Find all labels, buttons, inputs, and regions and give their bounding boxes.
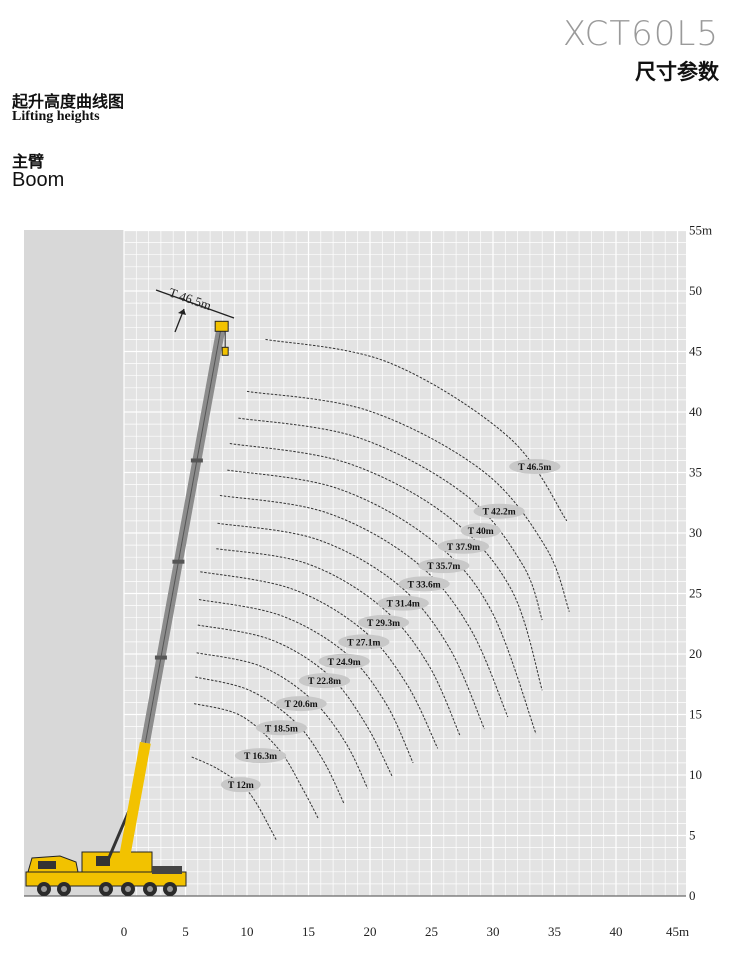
curve-label-bg — [234, 748, 287, 764]
chart-grid — [24, 229, 686, 897]
y-tick-label: 45 — [689, 344, 702, 359]
x-tick-label: 45m — [666, 924, 689, 939]
curve-label: T 46.5m — [518, 463, 551, 473]
y-tick-label: 30 — [689, 525, 702, 540]
cab-window — [38, 861, 56, 869]
curve-label-bg — [338, 634, 390, 650]
curve-label: T 42.2m — [483, 508, 516, 518]
curve-2 — [195, 676, 345, 805]
curve-label: T 20.6m — [285, 700, 318, 710]
curve-label-bg — [398, 576, 450, 592]
curve-label: T 40m — [468, 527, 494, 537]
y-tick-label: 55m — [689, 223, 712, 238]
hook-block — [221, 346, 229, 356]
x-tick-label: 40 — [610, 924, 623, 939]
boom-joint — [190, 458, 203, 463]
y-tick-label: 15 — [689, 707, 702, 722]
left-shaded-band — [24, 230, 124, 896]
boom-joint — [154, 655, 167, 660]
y-tick-label: 5 — [689, 828, 696, 843]
curve-label-bg — [418, 558, 470, 574]
curve-label: T 37.9m — [447, 543, 480, 553]
curve-label: T 27.1m — [347, 638, 380, 648]
curve-label-bg — [220, 777, 261, 793]
curve-5 — [198, 599, 414, 764]
x-tick-label: 35 — [548, 924, 561, 939]
x-tick-label: 30 — [487, 924, 500, 939]
x-tick-label: 0 — [121, 924, 128, 939]
curve-8 — [217, 522, 485, 730]
curve-14 — [265, 338, 568, 522]
curve-label-bg — [460, 523, 501, 539]
curve-label-bg — [298, 673, 351, 689]
x-tick-label: 20 — [364, 924, 377, 939]
curve-label-layer: T 12m T 16.3m T 18.5m T 20.6m T 22.8m T 24.9m… — [220, 458, 561, 793]
curve-label-bg — [473, 503, 525, 519]
curve-label: T 33.6m — [408, 580, 441, 590]
curve-12 — [238, 417, 543, 621]
y-tick-label: 40 — [689, 404, 702, 419]
chart-title-en: Lifting heights — [12, 109, 100, 124]
section-title: 尺寸参数 — [635, 60, 719, 84]
y-tick-label: 0 — [689, 888, 696, 903]
curve-11 — [229, 443, 543, 691]
curve-label-bg — [437, 538, 490, 554]
curve-label: T 22.8m — [308, 677, 341, 687]
curve-10 — [227, 469, 537, 735]
operator-cab — [96, 856, 110, 866]
curve-label: T 18.5m — [265, 724, 298, 734]
curve-label-bg — [509, 458, 561, 474]
curve-13 — [246, 390, 570, 612]
curve-label: T 16.3m — [244, 752, 277, 762]
chart-title-cn: 起升高度曲线图 — [12, 92, 125, 111]
y-tick-label: 10 — [689, 767, 702, 782]
boom-base-section — [118, 741, 151, 861]
boom-head — [214, 320, 229, 332]
boom-joint — [172, 559, 185, 564]
y-tick-label: 50 — [689, 283, 702, 298]
x-tick-label: 5 — [182, 924, 189, 939]
x-tick-label: 15 — [302, 924, 315, 939]
arrow-head — [178, 309, 186, 315]
curve-label: T 35.7m — [427, 562, 460, 572]
crane-drawing: T 46.5m — [25, 285, 235, 896]
curve-6 — [200, 571, 439, 749]
curve-label-bg — [255, 720, 308, 736]
boom-label-en: Boom — [12, 169, 65, 191]
curve-label: T 31.4m — [387, 600, 420, 610]
curve-1 — [193, 703, 319, 819]
boom-label-cn: 主臂 — [12, 152, 45, 171]
y-tick-label: 25 — [689, 586, 702, 601]
curve-label-bg — [275, 696, 327, 712]
curve-label-bg — [357, 615, 410, 631]
curve-label: T 29.3m — [367, 619, 400, 629]
curve-label: T 24.9m — [328, 658, 361, 668]
boom-height-line — [155, 289, 235, 319]
curve-9 — [219, 495, 509, 718]
curve-label-bg — [318, 653, 370, 669]
x-tick-label: 10 — [241, 924, 254, 939]
superstructure — [81, 851, 153, 873]
model-name: XCT60L5 — [562, 14, 719, 54]
counterweight — [152, 866, 182, 874]
y-tick-label: 20 — [689, 646, 702, 661]
curve-label-bg — [377, 595, 429, 611]
axis-tick-layer: 0 5 10 15 20 25 30 35 40 45m 0 5 10 15 20 25 30 35 40 45 50 5… — [121, 223, 712, 940]
curve-label: T 12m — [228, 781, 254, 791]
y-tick-label: 35 — [689, 465, 702, 480]
x-tick-label: 25 — [425, 924, 438, 939]
